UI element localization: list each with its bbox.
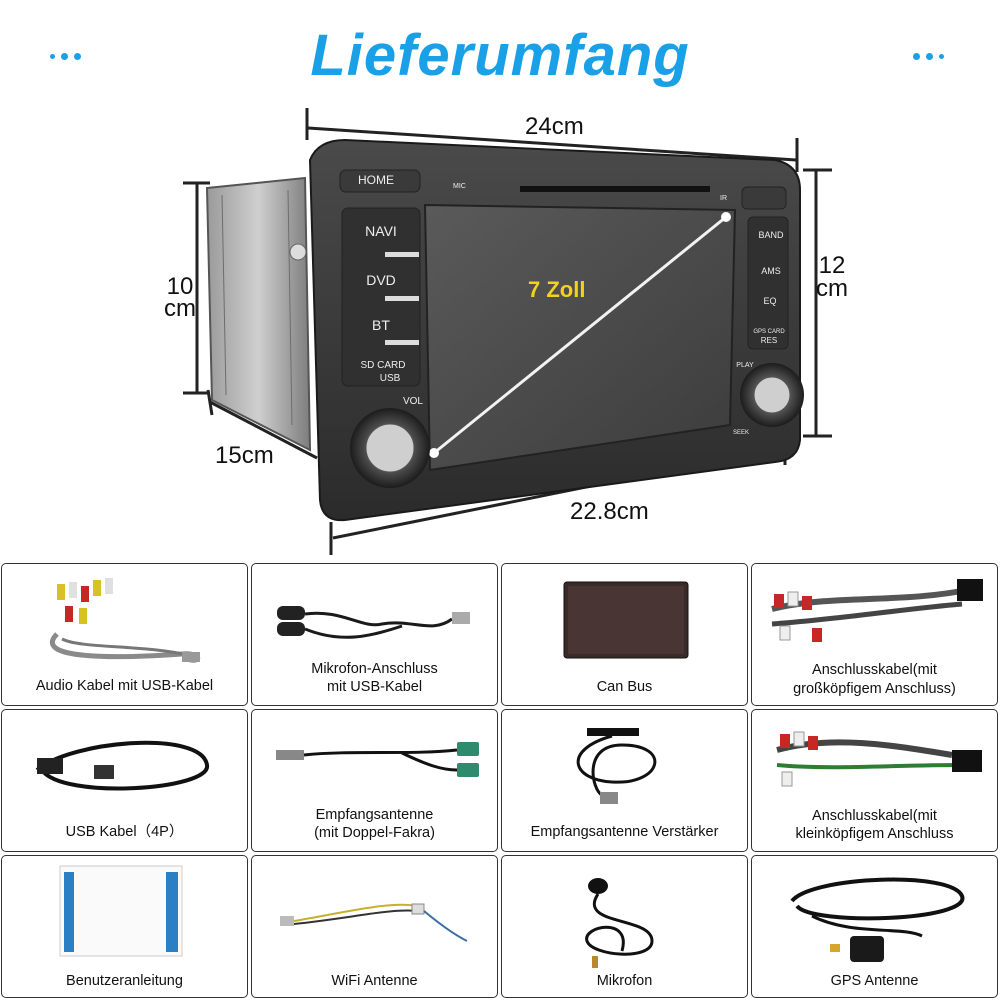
item-label-line2: (mit Doppel-Fakra) [314,825,435,841]
item-audio-cable: Audio Kabel mit USB-Kabel [1,563,248,706]
svg-text:DVD: DVD [366,272,396,288]
svg-text:SEEK: SEEK [733,430,749,436]
item-antenna-fakra: Empfangsantenne (mit Doppel-Fakra) [251,709,498,852]
item-label-line2: großköpfigem Anschluss) [793,681,956,697]
item-label: Can Bus [596,679,653,695]
microphone-image [585,878,654,968]
svg-text:EQ: EQ [763,296,776,306]
wifi-antenna-image [280,903,468,942]
svg-text:BAND: BAND [758,230,784,240]
svg-text:MIC: MIC [453,183,466,190]
item-label-line1: Anschlusskabel(mit [812,662,937,678]
svg-text:IR: IR [720,195,727,202]
screen-size-label: 7 Zoll [528,277,586,302]
item-label: Empfangsantenne Verstärker [530,824,719,840]
item-label: USB Kabel（4P） [65,824,184,840]
item-label-line1: Mikrofon-Anschluss [311,661,438,677]
svg-text:BT: BT [372,317,390,333]
svg-text:PLAY: PLAY [736,362,754,369]
svg-text:VOL: VOL [403,396,423,407]
harness-large-image [771,579,983,642]
microphone-connector-image [277,606,470,639]
antenna-fakra-image [276,742,479,777]
page-title: Lieferumfang [310,23,690,88]
dimension-height-left-unit: cm [164,295,196,322]
item-label: Mikrofon [596,973,653,989]
dimension-height-right-unit: cm [816,275,848,302]
dimension-height-right-value: 12 [818,252,846,279]
decor-dots-right [913,53,944,60]
dimension-width-top: 24cm [525,113,584,140]
antenna-amplifier-image [576,728,657,804]
item-label-line2: kleinköpfigem Anschluss [795,826,954,842]
item-can-bus: Can Bus [501,563,748,706]
manual-image [59,865,183,957]
item-label-line1: Empfangsantenne [315,807,434,823]
can-bus-image [563,581,689,659]
harness-small-image [776,731,982,787]
item-label: Benutzeranleitung [66,973,183,989]
item-microphone: Mikrofon [501,855,748,998]
svg-text:HOME: HOME [358,173,394,187]
item-gps-antenna: GPS Antenne [751,855,998,998]
usb-cable-image [35,740,209,791]
item-usb-cable: USB Kabel（4P） [1,709,248,852]
audio-cable-image [49,578,201,663]
accessory-grid: Audio Kabel mit USB-Kabel Mikrofon-Ansch… [0,563,1000,1000]
item-label: Audio Kabel mit USB-Kabel [35,678,214,694]
svg-text:RES: RES [761,336,777,345]
svg-text:AMS: AMS [761,266,781,276]
gps-antenna-image [790,877,965,962]
svg-text:GPS CARD: GPS CARD [753,329,785,335]
item-label-line2: mit USB-Kabel [326,679,423,695]
head-unit-illustration: HOME NAVI DVD BT SD CARD USB VOL MIC IR … [183,108,832,555]
item-microphone-connector: Mikrofon-Anschluss mit USB-Kabel [251,563,498,706]
dimension-height-left-value: 10 [166,273,194,300]
item-harness-small: Anschlusskabel(mit kleinköpfigem Anschlu… [751,709,998,852]
dimension-width-bottom: 22.8cm [570,498,649,525]
item-harness-large: Anschlusskabel(mit großköpfigem Anschlus… [751,563,998,706]
svg-text:USB: USB [380,373,401,384]
decor-dots-left [50,53,81,60]
item-wifi-antenna: WiFi Antenne [251,855,498,998]
svg-text:SD CARD: SD CARD [360,360,405,371]
svg-text:NAVI: NAVI [365,223,397,239]
dimension-depth: 15cm [215,442,274,469]
item-antenna-amplifier: Empfangsantenne Verstärker [501,709,748,852]
item-manual: Benutzeranleitung [1,855,248,998]
item-label: WiFi Antenne [331,973,418,989]
item-label: GPS Antenne [830,973,919,989]
item-label-line1: Anschlusskabel(mit [812,808,937,824]
